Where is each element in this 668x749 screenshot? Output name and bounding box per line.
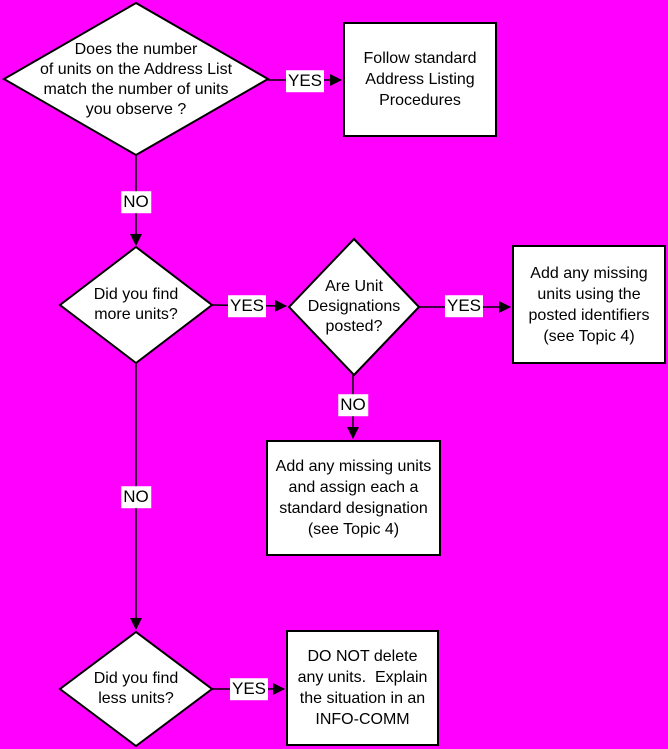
edge-label-less-yes: YES [229, 678, 269, 700]
decision-less-units-shape [58, 630, 214, 748]
edge-label-more-no: NO [121, 486, 151, 508]
edge-label-posted-no: NO [338, 394, 368, 416]
edge-label-match-no: NO [121, 191, 151, 213]
edge-label-more-yes: YES [227, 295, 267, 317]
process-add-standard-shape [266, 440, 441, 556]
edge-label-match-yes: YES [285, 70, 325, 92]
decision-designations-posted-shape [287, 237, 421, 377]
edge-label-posted-yes: YES [444, 295, 484, 317]
decision-more-units-shape [58, 245, 214, 365]
decision-match-units-shape [1, 1, 271, 157]
process-do-not-delete-shape [286, 630, 439, 746]
process-add-posted-shape [512, 245, 666, 364]
process-follow-standard-shape [343, 22, 497, 137]
